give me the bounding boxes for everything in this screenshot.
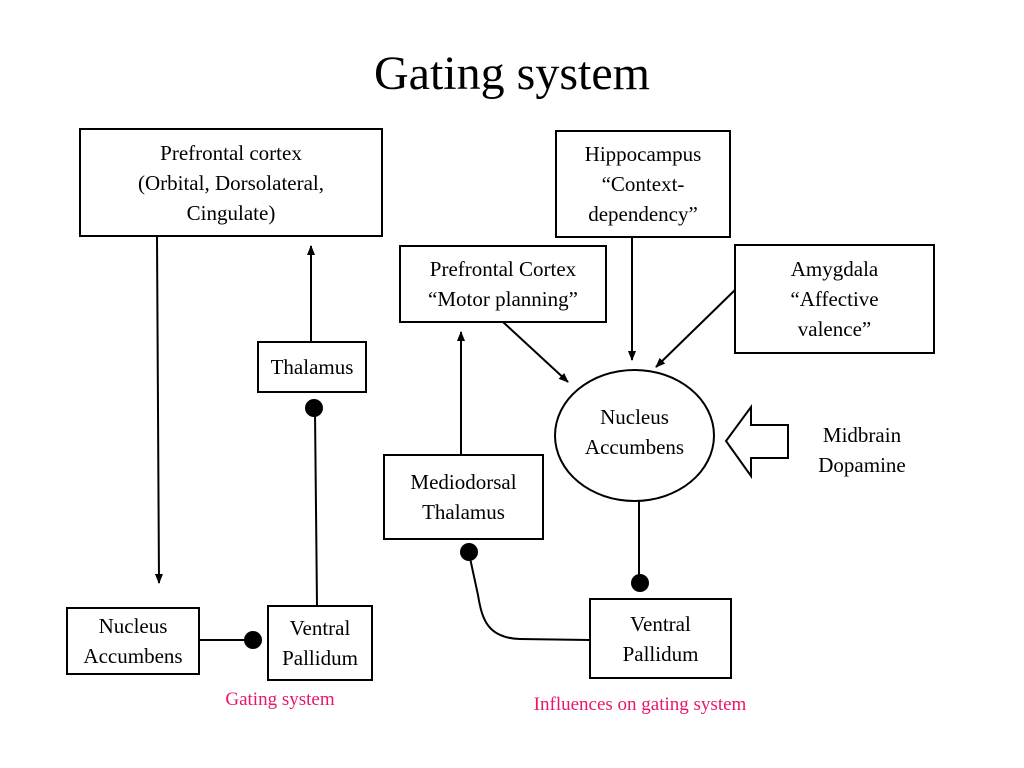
node-text-line: Nucleus xyxy=(98,614,168,638)
caption-influences-on-gating: Influences on gating system xyxy=(533,694,747,715)
arrow-amygdala-to-nacc xyxy=(655,289,736,368)
node-text-line: Thalamus xyxy=(270,355,354,379)
node-text-line: “Motor planning” xyxy=(428,287,578,311)
node-text-line: valence” xyxy=(797,317,872,341)
node-text-line: Amygdala xyxy=(790,257,879,281)
inhibitory-terminal-vp-left xyxy=(244,631,262,649)
hippocampus-box: Hippocampus “Context- dependency” xyxy=(555,130,731,238)
node-text-line: Cingulate) xyxy=(186,200,276,225)
ventral-pallidum-box-left: Ventral Pallidum xyxy=(267,605,373,681)
mediodorsal-thalamus-box: Mediodorsal Thalamus xyxy=(383,454,544,540)
node-text-line: Ventral xyxy=(630,611,691,636)
node-text-line: Midbrain xyxy=(822,423,902,447)
inhibit-vp-to-md-thalamus xyxy=(469,557,590,641)
nucleus-accumbens-box-left: Nucleus Accumbens xyxy=(66,607,200,675)
prefrontal-cortex-box: Prefrontal cortex (Orbital, Dorsolateral… xyxy=(79,128,383,237)
node-text-line: Pallidum xyxy=(282,646,358,670)
ventral-pallidum-box-right: Ventral Pallidum xyxy=(589,598,732,679)
node-text-line: Nucleus xyxy=(600,404,669,429)
page-title: Gating system xyxy=(374,47,650,100)
node-text-line: Ventral xyxy=(289,616,351,640)
node-text-line: Thalamus xyxy=(422,500,505,524)
prefrontal-motor-box: Prefrontal Cortex “Motor planning” xyxy=(399,245,607,323)
node-text-line: Accumbens xyxy=(83,644,183,668)
node-text-line: Pallidum xyxy=(622,641,699,666)
node-text-line: dependency” xyxy=(588,202,698,226)
node-text-line: Mediodorsal xyxy=(410,470,517,494)
midbrain-dopamine-label: Midbrain Dopamine xyxy=(800,420,924,480)
thalamus-box: Thalamus xyxy=(257,341,367,393)
caption-gating-system: Gating system xyxy=(225,689,335,710)
node-text-line: (Orbital, Dorsolateral, xyxy=(137,170,325,195)
node-text-line: Dopamine xyxy=(818,453,906,477)
node-text-line: “Context- xyxy=(601,172,685,196)
node-text-line: Prefrontal Cortex xyxy=(429,257,577,281)
node-text-line: Hippocampus xyxy=(584,142,702,166)
inhibit-vp-to-thalamus xyxy=(314,411,318,607)
amygdala-box: Amygdala “Affective valence” xyxy=(734,244,935,354)
arrow-pfc-to-nacc xyxy=(154,236,163,584)
dopamine-arrow-icon xyxy=(724,403,789,480)
arrow-pfc-motor-to-nacc xyxy=(502,321,569,383)
node-text-line: Prefrontal cortex xyxy=(160,140,302,165)
inhibitory-terminal-thalamus xyxy=(305,399,323,417)
inhibitory-terminal-md-thalamus xyxy=(460,543,478,561)
inhibitory-terminal-vp-right xyxy=(631,574,649,592)
nucleus-accumbens-ellipse: Nucleus Accumbens xyxy=(554,369,715,502)
node-text-line: Accumbens xyxy=(584,434,685,459)
node-text-line: “Affective xyxy=(790,287,879,311)
